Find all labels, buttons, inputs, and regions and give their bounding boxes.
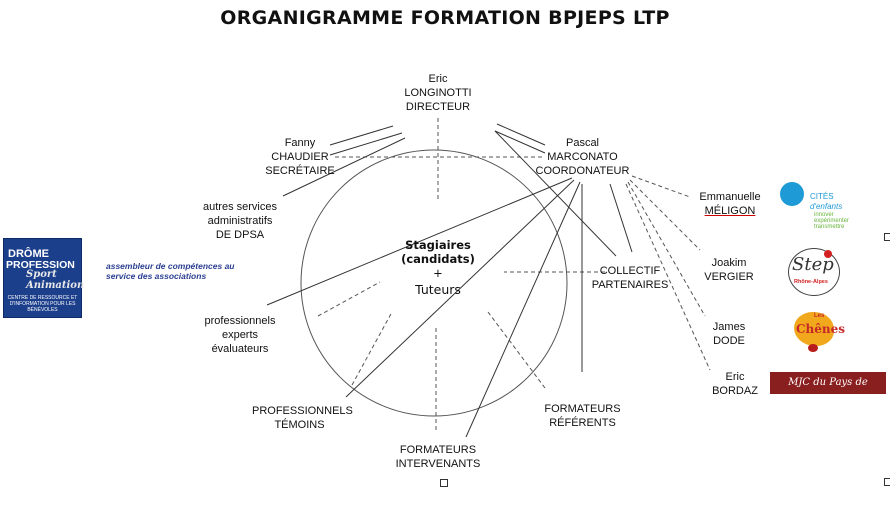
node-secretaire: Fanny CHAUDIER SECRÉTAIRE xyxy=(255,136,345,178)
temoins-line1: PROFESSIONNELS xyxy=(252,405,353,417)
partner-dode: James DODE xyxy=(694,320,764,348)
partner-last: BORDAZ xyxy=(712,385,758,397)
coordonateur-role: COORDONATEUR xyxy=(535,165,630,177)
line-marconato-experts xyxy=(266,177,573,306)
partner-last: DODE xyxy=(713,335,745,347)
partner-vergier: Joakim VERGIER xyxy=(694,256,764,284)
dash-bordaz xyxy=(625,183,711,371)
step-logo-sub: Rhône-Alpes xyxy=(794,279,828,285)
referents-line1: FORMATEURS xyxy=(544,403,621,415)
step-dot-icon xyxy=(824,250,832,258)
dash-vergier xyxy=(629,179,701,251)
square-marker-icon xyxy=(884,233,890,241)
partner-bordaz: Eric BORDAZ xyxy=(700,370,770,398)
tuteurs-label: Tuteurs xyxy=(415,282,461,297)
coordonateur-first: Pascal xyxy=(565,137,600,149)
chenes-logo-name: Chênes xyxy=(796,322,846,336)
experts-line3: évaluateurs xyxy=(211,343,269,355)
drome-logo-line3: Sport Animation xyxy=(26,269,85,291)
node-directeur: Eric LONGINOTTI DIRECTEUR xyxy=(378,72,498,114)
secretaire-first: Fanny xyxy=(284,137,316,149)
dash-temoins xyxy=(351,311,393,386)
line-marconato-intervenants xyxy=(465,181,581,438)
node-coordonateur: Pascal MARCONATO COORDONATEUR xyxy=(530,136,635,178)
partner-last: MÉLIGON xyxy=(704,205,756,217)
step-logo-name: Step xyxy=(792,254,834,275)
line-marconato-temoins xyxy=(345,179,575,398)
node-professionnels-temoins: PROFESSIONNELS TÉMOINS xyxy=(252,404,353,432)
secretaire-last: CHAUDIER xyxy=(271,151,329,163)
partner-last: VERGIER xyxy=(704,271,754,283)
dash-dode xyxy=(627,181,706,317)
node-experts-evaluateurs: professionnels experts évaluateurs xyxy=(190,314,290,356)
temoins-line2: TÉMOINS xyxy=(274,419,325,431)
node-formateurs-referents: FORMATEURS RÉFÉRENTS xyxy=(540,402,625,430)
partner-first: James xyxy=(712,321,746,333)
line-chaudier-director-2 xyxy=(329,132,403,156)
cites-logo-t3: innover expérimenter transmettre xyxy=(814,212,850,230)
coordonateur-last: MARCONATO xyxy=(547,151,618,163)
services-line3: DE DPSA xyxy=(215,229,265,241)
dash-meligon xyxy=(631,175,691,198)
collectif-line1: COLLECTIF xyxy=(599,265,661,277)
drome-logo-line4: CENTRE DE RESSOURCE ET D'INFORMATION POU… xyxy=(7,295,78,313)
directeur-first: Eric xyxy=(428,73,448,85)
line-marconato-collectif xyxy=(609,183,633,253)
node-services-administratifs: autres services administratifs DE DPSA xyxy=(190,200,290,242)
partner-first: Joakim xyxy=(711,257,747,269)
services-line2: administratifs xyxy=(207,215,273,227)
plus-sign: + xyxy=(433,266,443,280)
line-services-director xyxy=(282,137,406,197)
candidats-label: (candidats) xyxy=(401,252,475,266)
line-marconato-director-1 xyxy=(496,123,546,146)
experts-line1: professionnels xyxy=(204,315,276,327)
cites-logo-t2: d'enfants xyxy=(810,202,843,211)
dash-experts xyxy=(317,281,381,317)
directeur-last: LONGINOTTI xyxy=(404,87,472,99)
square-marker-icon xyxy=(440,479,448,487)
stagiaires-label: Stagiaires xyxy=(405,238,471,252)
page-title: ORGANIGRAMME FORMATION BPJEPS LTP xyxy=(220,7,670,29)
referents-line2: RÉFÉRENTS xyxy=(549,417,616,429)
chenes-logo: Les Chênes xyxy=(792,310,845,354)
line-chaudier-director-1 xyxy=(329,125,394,146)
chenes-mark-icon xyxy=(808,344,818,352)
step-circle-icon xyxy=(788,248,840,296)
node-formateurs-intervenants: FORMATEURS INTERVENANTS xyxy=(393,443,483,471)
node-collectif-partenaires: COLLECTIF PARTENAIRES xyxy=(590,264,670,292)
square-marker-icon xyxy=(884,478,890,486)
partner-first: Eric xyxy=(725,371,745,383)
drome-logo-line1: DRÔME xyxy=(8,248,49,260)
secretaire-role: SECRÉTAIRE xyxy=(265,165,335,177)
drome-profession-logo: DRÔME PROFESSION Sport Animation CENTRE … xyxy=(3,238,85,318)
services-line1: autres services xyxy=(203,201,277,213)
line-marconato-director-2 xyxy=(494,130,546,154)
drome-logo-line2: PROFESSION xyxy=(6,259,75,271)
mjc-logo: MJC du Pays de l'Herbasse xyxy=(770,372,886,410)
center-stagiaires-tuteurs: Stagiaires (candidats) + Tuteurs xyxy=(388,238,488,297)
cites-logo-t1: CITÉS xyxy=(810,192,834,201)
intervenants-line1: FORMATEURS xyxy=(399,444,477,456)
intervenants-line2: INTERVENANTS xyxy=(395,458,481,470)
directeur-role: DIRECTEUR xyxy=(405,101,471,113)
dash-referents xyxy=(487,311,546,389)
chenes-blob-icon xyxy=(794,312,834,346)
drome-tagline: assembleur de compétences au service des… xyxy=(106,261,235,281)
line-director-collectif xyxy=(494,130,617,257)
partner-first: Emmanuelle xyxy=(699,191,761,203)
chenes-logo-les: Les xyxy=(814,313,825,319)
cites-dot-icon xyxy=(780,182,804,206)
step-logo: Step Rhône-Alpes xyxy=(786,246,842,298)
partner-meligon: Emmanuelle MÉLIGON xyxy=(690,190,770,218)
collectif-line2: PARTENAIRES xyxy=(591,279,669,291)
experts-line2: experts xyxy=(221,329,259,341)
cites-enfants-logo: CITÉS d'enfants innover expérimenter tra… xyxy=(770,172,862,232)
central-circle xyxy=(300,149,568,417)
